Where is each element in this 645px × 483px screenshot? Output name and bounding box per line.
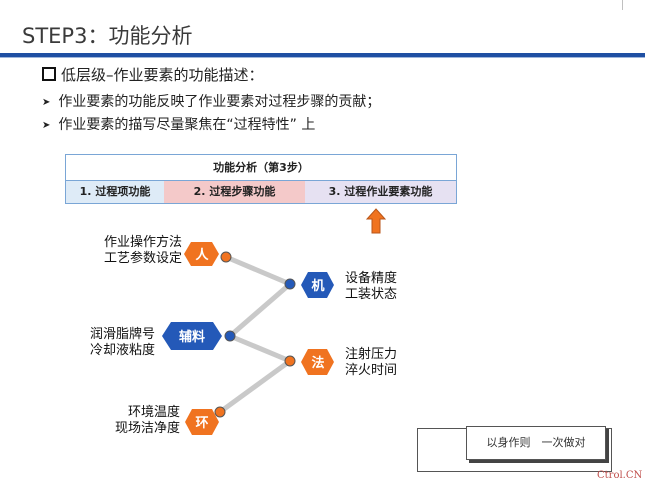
label-ji: 设备精度 工装状态: [345, 271, 398, 302]
slide-title: STEP3：功能分析: [22, 24, 193, 48]
label-huan: 环境温度 现场洁净度: [114, 405, 180, 436]
title-underline: [0, 53, 645, 57]
node-fa: 法: [284, 349, 334, 375]
node-ren: 人: [184, 242, 232, 266]
table-header: 功能分析（第3步）: [66, 155, 456, 181]
node-fa-text: 法: [311, 355, 324, 371]
watermark: Ctrol.CN: [597, 470, 643, 481]
label-fuliao: 润滑脂牌号 冷却液粘度: [89, 327, 155, 358]
node-ji: 机: [284, 272, 334, 298]
bullet-arrow-icon: ➤: [42, 97, 51, 108]
node-fuliao: 辅料: [162, 322, 236, 350]
node-fuliao-text: 辅料: [179, 329, 205, 345]
function-analysis-table: 功能分析（第3步） 1. 过程项功能 2. 过程步骤功能 3. 过程作业要素功能: [65, 154, 457, 204]
title-underline-thin: [0, 57, 645, 58]
node-huan-text: 环: [195, 416, 208, 431]
section-heading-text: 低层级–作业要素的功能描述：: [61, 66, 264, 84]
up-arrow-icon: [366, 208, 386, 234]
corner-divider: [622, 0, 623, 10]
label-ren: 作业操作方法 工艺参数设定: [103, 235, 182, 266]
bullet-arrow-icon: ➤: [42, 120, 51, 131]
node-ren-text: 人: [195, 247, 209, 263]
label-fa: 注射压力 淬火时间: [345, 347, 398, 378]
node-huan: 环: [185, 406, 226, 435]
checkbox-square-icon: [42, 67, 56, 81]
node-ji-text: 机: [311, 278, 324, 294]
table-cell-process-item-function: 1. 过程项功能: [66, 181, 164, 203]
motto-stamp-text: 以身作则 一次做对: [466, 426, 606, 460]
table-cell-work-element-function: 3. 过程作业要素功能: [305, 181, 456, 203]
bullet-item-2: ➤作业要素的描写尽量聚焦在“过程特性” 上: [42, 117, 316, 133]
bullet-item-1: ➤作业要素的功能反映了作业要素对过程步骤的贡献；: [42, 94, 381, 110]
connector-lines: [218, 254, 292, 415]
table-cell-process-step-function: 2. 过程步骤功能: [164, 181, 305, 203]
motto-stamp: 以身作则 一次做对: [417, 426, 612, 472]
section-heading: 低层级–作业要素的功能描述：: [42, 64, 264, 85]
